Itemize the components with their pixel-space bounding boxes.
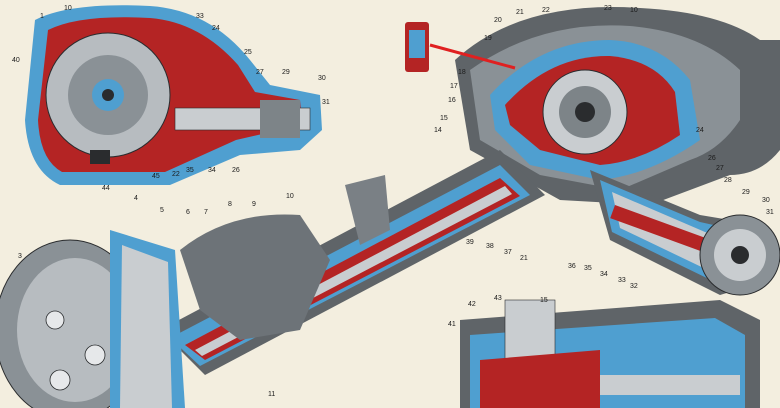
- label-8: 8: [228, 201, 232, 208]
- shock-mount: [345, 175, 390, 245]
- label-1: 1: [40, 13, 44, 20]
- inset-bottom-right: [460, 299, 760, 408]
- label-34: 34: [208, 167, 216, 174]
- label-23: 23: [604, 5, 612, 12]
- pinion-housing: [590, 170, 780, 296]
- label-43: 43: [494, 295, 502, 302]
- label-4: 4: [134, 195, 138, 202]
- label-45: 45: [152, 173, 160, 180]
- label-16: 16: [448, 97, 456, 104]
- label-3: 3: [18, 253, 22, 260]
- label-10c: 10: [286, 193, 294, 200]
- label-35b: 35: [584, 265, 592, 272]
- label-7: 7: [204, 209, 208, 216]
- label-20: 20: [494, 17, 502, 24]
- label-22: 22: [172, 171, 180, 178]
- label-30: 30: [318, 75, 326, 82]
- label-36: 36: [568, 263, 576, 270]
- label-17: 17: [450, 83, 458, 90]
- label-28: 28: [724, 177, 732, 184]
- label-9: 9: [252, 201, 256, 208]
- label-21b: 21: [520, 255, 528, 262]
- label-33: 33: [196, 13, 204, 20]
- label-30b: 30: [762, 197, 770, 204]
- label-27b: 27: [716, 165, 724, 172]
- label-19: 19: [484, 35, 492, 42]
- label-26b: 26: [708, 155, 716, 162]
- label-44: 44: [102, 185, 110, 192]
- label-34b: 34: [600, 271, 608, 278]
- label-26: 26: [232, 167, 240, 174]
- differential-housing: [455, 7, 780, 205]
- label-32: 32: [630, 283, 638, 290]
- label-25: 25: [244, 49, 252, 56]
- label-11: 11: [268, 391, 275, 398]
- label-40: 40: [12, 57, 20, 64]
- label-27: 27: [256, 69, 264, 76]
- label-35: 35: [186, 167, 194, 174]
- label-18: 18: [458, 69, 466, 76]
- label-10: 10: [64, 5, 72, 12]
- callout-labels: 1 10 33 24 25 27 29 30 31 40 35 22 34 26…: [12, 5, 774, 398]
- label-24: 24: [212, 25, 220, 32]
- label-31b: 31: [766, 209, 774, 216]
- label-33b: 33: [618, 277, 626, 284]
- label-42: 42: [468, 301, 476, 308]
- label-5: 5: [160, 207, 164, 214]
- label-41: 41: [448, 321, 456, 328]
- label-6: 6: [186, 209, 190, 216]
- label-39: 39: [466, 239, 474, 246]
- inset-differential-section: [25, 5, 322, 186]
- label-10b: 10: [630, 7, 638, 14]
- label-15b: 15: [540, 297, 548, 304]
- brake-drum-assembly: [0, 230, 185, 408]
- label-29: 29: [282, 69, 290, 76]
- label-38: 38: [486, 243, 494, 250]
- label-14: 14: [434, 127, 442, 134]
- label-15: 15: [440, 115, 448, 122]
- breather-pointer: [429, 43, 516, 70]
- label-31: 31: [322, 99, 330, 106]
- breather-inset: [405, 22, 516, 72]
- label-24b: 24: [696, 127, 704, 134]
- spring-bracket: [180, 214, 330, 340]
- label-22b: 22: [542, 7, 550, 14]
- label-29b: 29: [742, 189, 750, 196]
- label-37: 37: [504, 249, 512, 256]
- label-21: 21: [516, 9, 524, 16]
